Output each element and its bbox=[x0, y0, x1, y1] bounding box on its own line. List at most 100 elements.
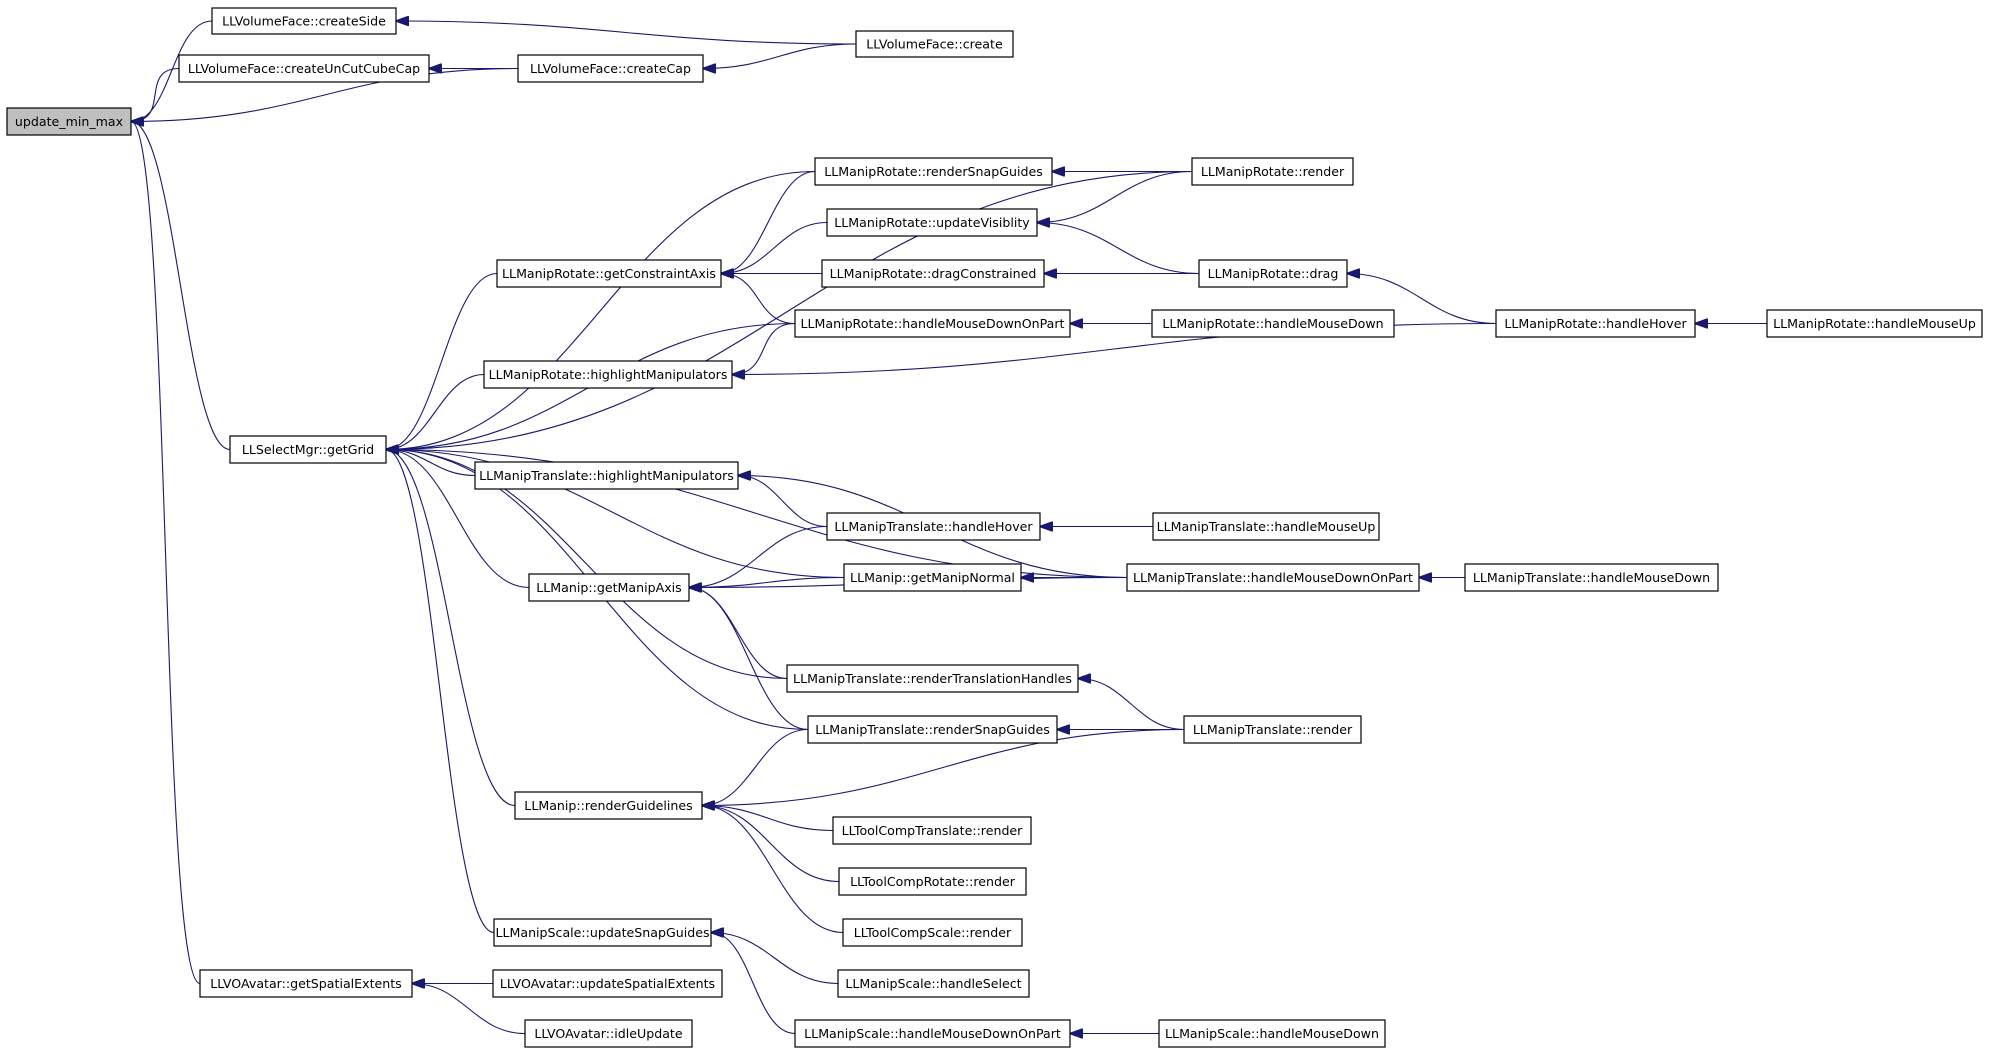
node-llmaniprotate-dragconstrained[interactable]: LLManipRotate::dragConstrained bbox=[821, 259, 1045, 288]
call-edge bbox=[131, 122, 201, 985]
node-box bbox=[843, 563, 1022, 592]
node-label: LLManipTranslate::handleMouseDown bbox=[1473, 570, 1710, 585]
node-llmaniprotate-handlemousedownonpart[interactable]: LLManipRotate::handleMouseDownOnPart bbox=[794, 309, 1071, 338]
node-box bbox=[1464, 563, 1719, 592]
node-label: LLManipRotate::render bbox=[1201, 164, 1345, 179]
node-label: LLManipRotate::updateVisiblity bbox=[834, 215, 1030, 230]
node-llmanipscale-handleselect[interactable]: LLManipScale::handleSelect bbox=[837, 969, 1030, 998]
node-label: LLVolumeFace::createCap bbox=[530, 61, 691, 76]
node-llmaniptranslate-highlightmanipulators[interactable]: LLManipTranslate::highlightManipulators bbox=[474, 461, 739, 490]
node-label: LLManipTranslate::renderTranslationHandl… bbox=[793, 671, 1072, 686]
node-llmanip-renderguidelines[interactable]: LLManip::renderGuidelines bbox=[514, 791, 703, 820]
node-label: LLManip::getManipNormal bbox=[850, 570, 1015, 585]
node-llmaniptranslate-handlehover[interactable]: LLManipTranslate::handleHover bbox=[826, 512, 1041, 541]
node-label: LLVolumeFace::createUnCutCubeCap bbox=[188, 61, 420, 76]
node-box bbox=[1198, 259, 1348, 288]
node-llvolumeface-createside[interactable]: LLVolumeFace::createSide bbox=[211, 7, 397, 35]
node-llmanip-getmanipaxis[interactable]: LLManip::getManipAxis bbox=[528, 573, 690, 602]
node-label: LLManipRotate::renderSnapGuides bbox=[824, 164, 1043, 179]
node-label: LLManipRotate::highlightManipulators bbox=[489, 367, 728, 382]
call-edge bbox=[1347, 274, 1497, 325]
node-box bbox=[821, 259, 1045, 288]
call-edge bbox=[702, 806, 840, 883]
node-llvoavatar-getspatialextents[interactable]: LLVOAvatar::getSpatialExtents bbox=[199, 969, 413, 998]
node-box bbox=[807, 715, 1058, 744]
node-box bbox=[199, 969, 413, 998]
node-llmanipscale-handlemousedownonpart[interactable]: LLManipScale::handleMouseDownOnPart bbox=[794, 1019, 1071, 1048]
node-llmaniprotate-render[interactable]: LLManipRotate::render bbox=[1191, 157, 1354, 186]
node-label: LLManipRotate::handleMouseDown bbox=[1162, 316, 1383, 331]
node-box bbox=[794, 309, 1071, 338]
node-box bbox=[794, 1019, 1071, 1048]
call-edge bbox=[689, 588, 809, 731]
node-llmaniptranslate-handlemousedown[interactable]: LLManipTranslate::handleMouseDown bbox=[1464, 563, 1719, 592]
call-edge bbox=[386, 272, 498, 450]
node-box bbox=[826, 512, 1041, 541]
node-llmaniprotate-rendersnapguides[interactable]: LLManipRotate::renderSnapGuides bbox=[814, 157, 1053, 186]
node-box bbox=[528, 573, 690, 602]
node-label: LLManipTranslate::handleHover bbox=[834, 519, 1033, 534]
node-llmanipscale-handlemousedown[interactable]: LLManipScale::handleMouseDown bbox=[1158, 1019, 1386, 1048]
node-lltoolcomptranslate-render[interactable]: LLToolCompTranslate::render bbox=[832, 816, 1032, 845]
call-edge bbox=[703, 43, 857, 69]
node-label: LLManipRotate::dragConstrained bbox=[830, 266, 1037, 281]
call-edge bbox=[386, 450, 530, 589]
call-edge bbox=[386, 170, 1193, 450]
node-box bbox=[492, 969, 723, 998]
node-box bbox=[211, 7, 397, 35]
node-llmaniptranslate-handlemouseup[interactable]: LLManipTranslate::handleMouseUp bbox=[1152, 512, 1380, 541]
node-box bbox=[832, 816, 1032, 845]
call-edge bbox=[131, 122, 231, 451]
node-box bbox=[1183, 715, 1362, 744]
node-llselectmgr-getgrid[interactable]: LLSelectMgr::getGrid bbox=[229, 435, 387, 464]
node-llmaniprotate-drag[interactable]: LLManipRotate::drag bbox=[1198, 259, 1348, 288]
node-llmaniptranslate-rendertranslationhandles[interactable]: LLManipTranslate::renderTranslationHandl… bbox=[786, 664, 1079, 693]
node-llmanip-getmanipnormal[interactable]: LLManip::getManipNormal bbox=[843, 563, 1022, 592]
node-llmaniprotate-handlehover[interactable]: LLManipRotate::handleHover bbox=[1495, 309, 1696, 338]
node-llvolumeface-createuncutcubecap[interactable]: LLVolumeFace::createUnCutCubeCap bbox=[178, 54, 430, 83]
node-label: LLManipRotate::getConstraintAxis bbox=[502, 266, 716, 281]
node-label: LLManipTranslate::handleMouseDownOnPart bbox=[1133, 570, 1413, 585]
node-box bbox=[1151, 309, 1395, 338]
node-llvoavatar-updatespatialextents[interactable]: LLVOAvatar::updateSpatialExtents bbox=[492, 969, 723, 998]
node-llmaniprotate-getconstraintaxis[interactable]: LLManipRotate::getConstraintAxis bbox=[496, 259, 722, 288]
call-edge bbox=[386, 450, 495, 934]
node-lltoolcompscale-render[interactable]: LLToolCompScale::render bbox=[842, 918, 1023, 947]
node-llmaniprotate-handlemousedown[interactable]: LLManipRotate::handleMouseDown bbox=[1151, 309, 1395, 338]
call-edge bbox=[1078, 679, 1185, 731]
node-llvolumeface-create[interactable]: LLVolumeFace::create bbox=[855, 30, 1014, 58]
node-box bbox=[1766, 309, 1983, 338]
node-llmaniprotate-updatevisiblity[interactable]: LLManipRotate::updateVisiblity bbox=[826, 208, 1038, 237]
call-edge bbox=[386, 450, 845, 579]
node-box bbox=[229, 435, 387, 464]
node-update-min-max[interactable]: update_min_max bbox=[6, 107, 132, 136]
node-label: LLManipScale::updateSnapGuides bbox=[495, 925, 709, 940]
node-label: LLVOAvatar::idleUpdate bbox=[534, 1026, 682, 1041]
node-box bbox=[178, 54, 430, 83]
node-label: LLManipScale::handleSelect bbox=[845, 976, 1021, 991]
node-label: LLToolCompRotate::render bbox=[850, 874, 1016, 889]
node-llmanipscale-updatesnapguides[interactable]: LLManipScale::updateSnapGuides bbox=[493, 918, 712, 947]
node-llvolumeface-createcap[interactable]: LLVolumeFace::createCap bbox=[517, 54, 704, 83]
node-llmaniptranslate-rendersnapguides[interactable]: LLManipTranslate::renderSnapGuides bbox=[807, 715, 1058, 744]
node-box bbox=[496, 259, 722, 288]
node-box bbox=[837, 969, 1030, 998]
node-lltoolcomprotate-render[interactable]: LLToolCompRotate::render bbox=[838, 867, 1027, 896]
node-label: LLSelectMgr::getGrid bbox=[242, 442, 374, 457]
node-box bbox=[855, 30, 1014, 58]
call-edge bbox=[1037, 223, 1200, 275]
node-box bbox=[493, 918, 712, 947]
node-llmaniprotate-handlemouseup[interactable]: LLManipRotate::handleMouseUp bbox=[1766, 309, 1983, 338]
node-box bbox=[483, 360, 733, 389]
node-llvoavatar-idleupdate[interactable]: LLVOAvatar::idleUpdate bbox=[524, 1019, 693, 1048]
call-edge bbox=[721, 221, 828, 274]
node-llmaniptranslate-handlemousedownonpart[interactable]: LLManipTranslate::handleMouseDownOnPart bbox=[1126, 563, 1420, 592]
call-edge bbox=[702, 728, 1185, 806]
call-edge bbox=[386, 450, 788, 680]
node-llmaniptranslate-render[interactable]: LLManipTranslate::render bbox=[1183, 715, 1362, 744]
node-box bbox=[1191, 157, 1354, 186]
node-llmaniprotate-highlightmanipulators[interactable]: LLManipRotate::highlightManipulators bbox=[483, 360, 733, 389]
node-label: LLManipRotate::handleMouseUp bbox=[1773, 316, 1976, 331]
node-box bbox=[814, 157, 1053, 186]
